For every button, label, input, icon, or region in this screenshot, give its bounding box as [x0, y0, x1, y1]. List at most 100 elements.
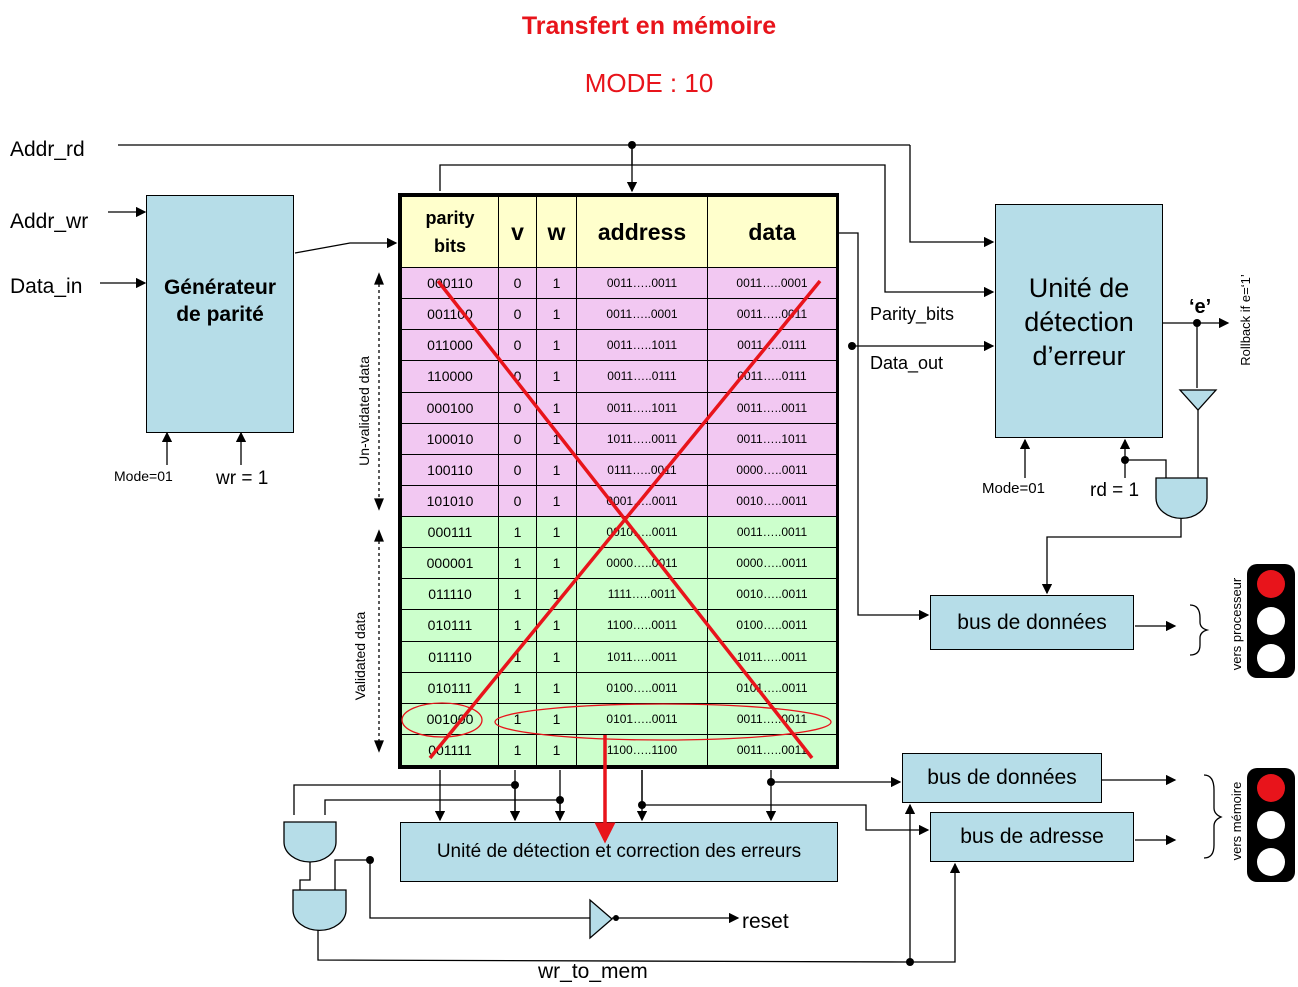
w-cell: 1	[536, 671, 577, 704]
page-title: Transfert en mémoire	[521, 12, 777, 40]
detector-mode-label: Mode=01	[982, 480, 1045, 497]
address-bus-memory: bus de adresse	[930, 812, 1134, 862]
parity-cell: 011110	[401, 640, 499, 673]
w-cell: 1	[536, 453, 577, 486]
address-cell: 0011…..1011	[576, 329, 708, 362]
data-cell: 0011…..0001	[707, 266, 837, 300]
detector-label-2: détection	[1024, 307, 1134, 337]
parity-cell: 000111	[401, 515, 499, 549]
parity-generator: Générateur de parité	[146, 195, 294, 433]
error-correction-unit: Unité de détection et correction des err…	[400, 822, 838, 882]
parity-cell: 101010	[401, 484, 499, 518]
v-cell: 0	[498, 266, 537, 300]
w-cell: 1	[536, 609, 577, 642]
white-lamp-icon	[1257, 607, 1285, 635]
white-lamp-icon	[1257, 811, 1285, 839]
parity-cell: 000100	[401, 391, 499, 424]
parity-cell: 100110	[401, 453, 499, 486]
white-lamp-icon	[1257, 848, 1285, 876]
wr-to-mem-signal: wr_to_mem	[538, 960, 648, 983]
v-cell: 0	[498, 453, 537, 486]
parity-cell: 000001	[401, 547, 499, 580]
red-lamp-icon	[1257, 570, 1285, 598]
header-w: w	[536, 196, 577, 268]
w-cell: 1	[536, 298, 577, 331]
w-cell: 1	[536, 422, 577, 455]
address-cell: 0100…..0011	[576, 671, 708, 704]
data-cell: 0011…..0011	[707, 515, 837, 549]
error-detection-unit: Unité de détection d’erreur	[995, 204, 1163, 438]
w-cell: 1	[536, 515, 577, 549]
data-cell: 0000…..0011	[707, 547, 837, 580]
v-cell: 0	[498, 360, 537, 393]
address-cell: 0101…..0011	[576, 702, 708, 735]
w-cell: 1	[536, 360, 577, 393]
white-lamp-icon	[1257, 644, 1285, 672]
parity-bits-signal: Parity_bits	[870, 304, 955, 324]
w-cell: 1	[536, 484, 577, 518]
generator-label-2: de parité	[176, 303, 264, 326]
data-cell: 1011…..0011	[707, 640, 837, 673]
detector-rd-label: rd = 1	[1090, 480, 1140, 501]
address-cell: 0011…..1011	[576, 391, 708, 424]
address-cell: 0011…..0011	[576, 266, 708, 300]
data-bus-memory: bus de données	[902, 753, 1102, 803]
data-cell: 0011…..0111	[707, 360, 837, 393]
memory-traffic-light	[1247, 768, 1295, 882]
parity-cell: 110000	[401, 360, 499, 393]
generator-mode-label: Mode=01	[114, 468, 173, 484]
data-out-signal: Data_out	[870, 353, 944, 373]
detector-label-3: d’erreur	[1032, 341, 1126, 371]
parity-cell: 010111	[401, 671, 499, 704]
header-address: address	[576, 196, 708, 268]
address-cell: 1011…..0011	[576, 640, 708, 673]
addr-wr-label: Addr_wr	[10, 210, 89, 233]
v-cell: 1	[498, 515, 537, 549]
mode-label: MODE : 10	[584, 68, 714, 98]
data-cell: 0101…..0011	[707, 671, 837, 704]
data-bus-processor: bus de données	[930, 595, 1134, 650]
data-cell: 0010…..0011	[707, 484, 837, 518]
w-cell: 1	[536, 702, 577, 735]
v-cell: 1	[498, 733, 537, 767]
detector-label-1: Unité de	[1028, 273, 1130, 303]
data-cell: 0011…..1011	[707, 422, 837, 455]
address-cell: 1100…..0011	[576, 609, 708, 642]
v-cell: 0	[498, 484, 537, 518]
data-cell: 0011…..0111	[707, 329, 837, 362]
data-cell: 0000…..0011	[707, 453, 837, 486]
parity-cell: 011110	[401, 578, 499, 611]
generator-label-1: Générateur	[163, 276, 277, 299]
header-data: data	[707, 196, 837, 268]
w-cell: 1	[536, 733, 577, 767]
v-cell: 0	[498, 329, 537, 362]
parity-cell: 001111	[401, 733, 499, 767]
w-cell: 1	[536, 266, 577, 300]
red-lamp-icon	[1257, 774, 1285, 802]
generator-wr-label: wr = 1	[216, 468, 269, 489]
header-v: v	[498, 196, 537, 268]
parity-cell: 000110	[401, 266, 499, 300]
data-cell: 0010…..0011	[707, 578, 837, 611]
w-cell: 1	[536, 640, 577, 673]
address-cell: 0011…..0111	[576, 360, 708, 393]
address-cell: 0111…..0011	[576, 453, 708, 486]
processor-traffic-light	[1247, 564, 1295, 678]
data-in-label: Data_in	[10, 275, 83, 298]
data-cell: 0011…..0011	[707, 391, 837, 424]
v-cell: 1	[498, 547, 537, 580]
w-cell: 1	[536, 329, 577, 362]
